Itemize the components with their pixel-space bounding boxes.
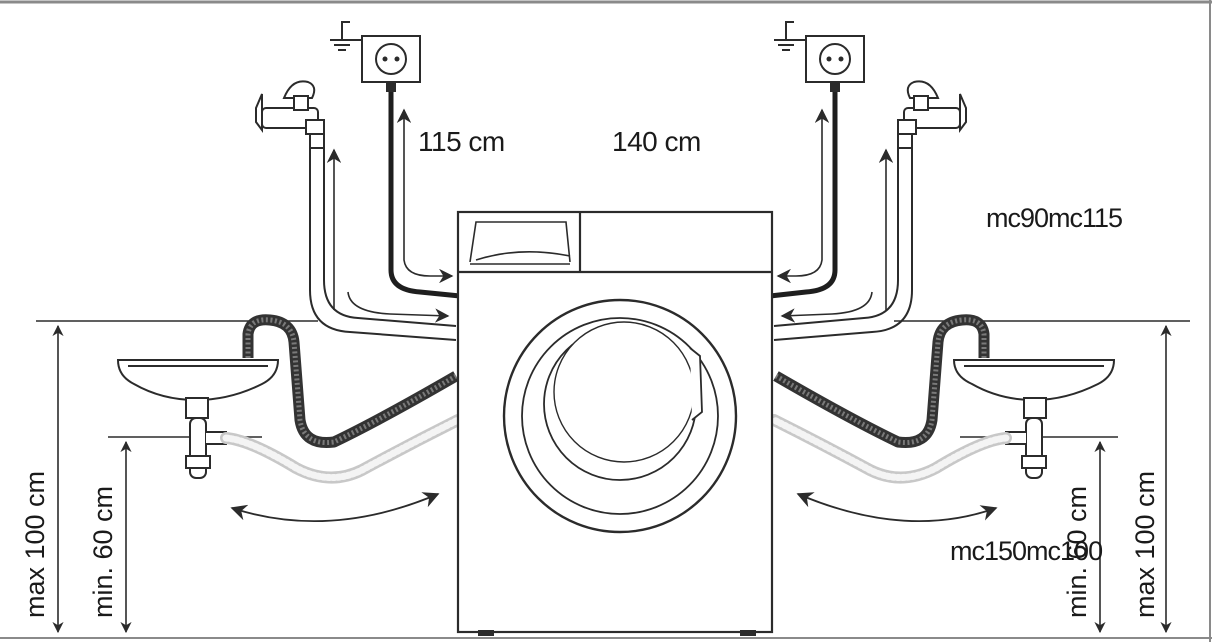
socket-icon xyxy=(805,35,865,92)
tap-icon xyxy=(255,80,325,149)
swing-arrow-left xyxy=(230,492,440,523)
hose-length-label: 140 cm xyxy=(612,126,701,157)
sink-icon xyxy=(116,359,280,479)
tap-icon xyxy=(897,80,967,149)
socket-icon xyxy=(361,35,421,92)
min-height-label-left: min. 60 cm xyxy=(88,485,118,618)
model-overlap-label-bottom: mc150mc100 xyxy=(950,536,1103,566)
power-cord-left xyxy=(388,92,461,299)
max-height-label-right: max 100 cm xyxy=(1130,470,1160,618)
sink-icon xyxy=(952,359,1116,479)
cord-arrow-right xyxy=(776,108,830,284)
inlet-arrow-left-right xyxy=(780,291,873,323)
power-cord-right xyxy=(769,92,838,299)
min-height-label-right: min. 60 cm xyxy=(1062,485,1092,618)
inlet-hose-left xyxy=(309,148,457,341)
ground-icon xyxy=(330,21,378,51)
inlet-arrow-right-left xyxy=(347,291,450,323)
inlet-hose-right xyxy=(773,148,913,341)
ground-icon xyxy=(774,21,822,51)
cord-arrow-left xyxy=(396,108,454,284)
cord-length-label: 115 cm xyxy=(418,126,505,157)
washing-machine-icon xyxy=(456,210,774,636)
swing-arrow-right xyxy=(796,492,998,523)
model-overlap-label-top: mc90mc115 xyxy=(986,203,1123,233)
max-height-label-left: max 100 cm xyxy=(20,470,50,618)
